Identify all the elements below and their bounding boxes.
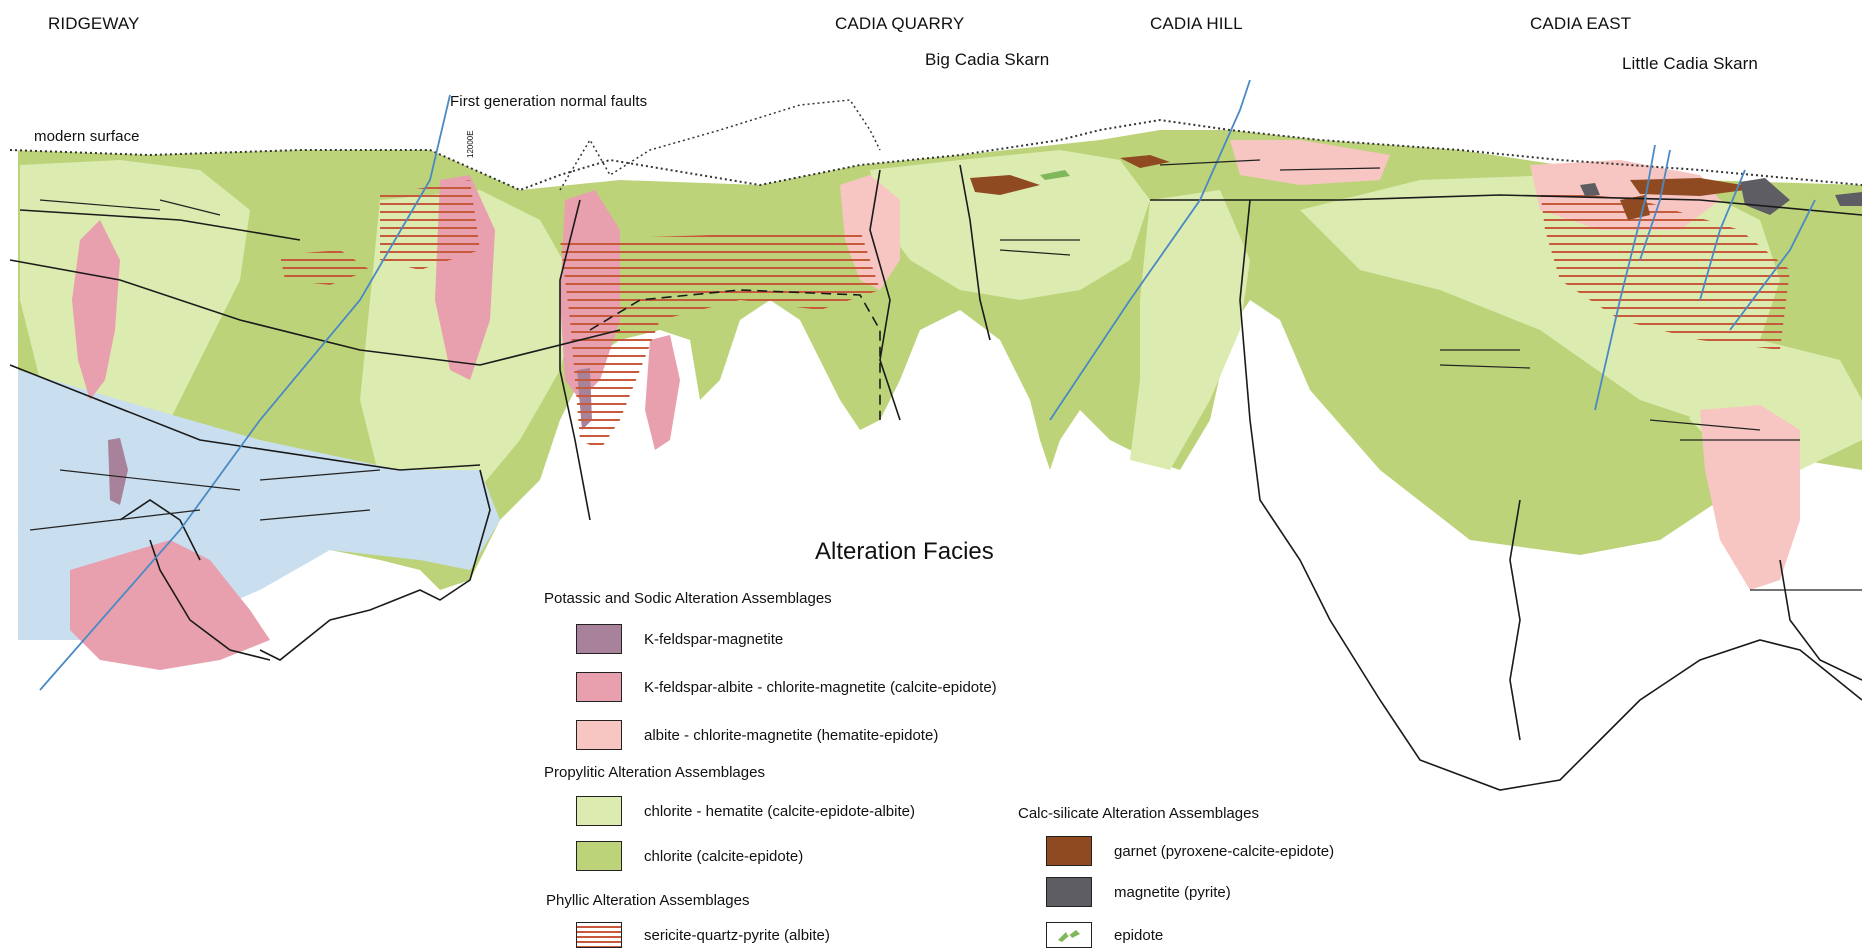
legend-item: K-feldspar-magnetite <box>576 624 783 654</box>
legend-item: garnet (pyroxene-calcite-epidote) <box>1046 836 1334 866</box>
label-ridgeway: RIDGEWAY <box>48 14 139 34</box>
garnet-swatch <box>1046 836 1092 866</box>
kfeld-albite-swatch <box>576 672 622 702</box>
legend-label: K-feldspar-albite - chlorite-magnetite (… <box>644 679 997 696</box>
label-cadia-quarry: CADIA QUARRY <box>835 14 964 34</box>
legend-item: sericite-quartz-pyrite (albite) <box>576 922 830 948</box>
legend-item: magnetite (pyrite) <box>1046 877 1231 907</box>
legend-item: epidote <box>1046 922 1163 948</box>
potassic-quarry-b <box>645 335 680 450</box>
chlorite-hematite-swatch <box>576 796 622 826</box>
legend-label: sericite-quartz-pyrite (albite) <box>644 927 830 944</box>
label-easting: 12000E <box>466 130 475 158</box>
chlorite-swatch <box>576 841 622 871</box>
legend-label: magnetite (pyrite) <box>1114 884 1231 901</box>
propylitic-light-hill <box>1130 190 1250 470</box>
label-big-cadia-skarn: Big Cadia Skarn <box>925 50 1049 70</box>
epidote-icon <box>1046 922 1092 948</box>
albite-east-base <box>1700 405 1800 590</box>
legend-label: chlorite (calcite-epidote) <box>644 848 803 865</box>
legend-title: Alteration Facies <box>815 538 994 566</box>
legend-item: chlorite - hematite (calcite-epidote-alb… <box>576 796 915 826</box>
magnetite-swatch <box>1046 877 1092 907</box>
legend-label: K-feldspar-magnetite <box>644 631 783 648</box>
sericite-swatch <box>576 922 622 948</box>
legend-group-calc-silicate: Calc-silicate Alteration Assemblages <box>1018 805 1259 822</box>
legend-label: albite - chlorite-magnetite (hematite-ep… <box>644 727 938 744</box>
legend-group-phyllic: Phyllic Alteration Assemblages <box>546 892 749 909</box>
legend-label: garnet (pyroxene-calcite-epidote) <box>1114 843 1334 860</box>
label-modern-surface: modern surface <box>34 128 140 145</box>
legend-item: K-feldspar-albite - chlorite-magnetite (… <box>576 672 997 702</box>
legend-group-potassic: Potassic and Sodic Alteration Assemblage… <box>544 590 832 607</box>
legend-group-propylitic: Propylitic Alteration Assemblages <box>544 764 765 781</box>
legend-item: chlorite (calcite-epidote) <box>576 841 803 871</box>
legend-item: albite - chlorite-magnetite (hematite-ep… <box>576 720 938 750</box>
label-little-cadia-skarn: Little Cadia Skarn <box>1622 54 1758 74</box>
label-cadia-hill: CADIA HILL <box>1150 14 1243 34</box>
albite-swatch <box>576 720 622 750</box>
label-cadia-east: CADIA EAST <box>1530 14 1631 34</box>
legend-label: chlorite - hematite (calcite-epidote-alb… <box>644 803 915 820</box>
kfeld-magnetite-swatch <box>576 624 622 654</box>
legend-label: epidote <box>1114 927 1163 944</box>
label-faults: First generation normal faults <box>450 93 647 110</box>
